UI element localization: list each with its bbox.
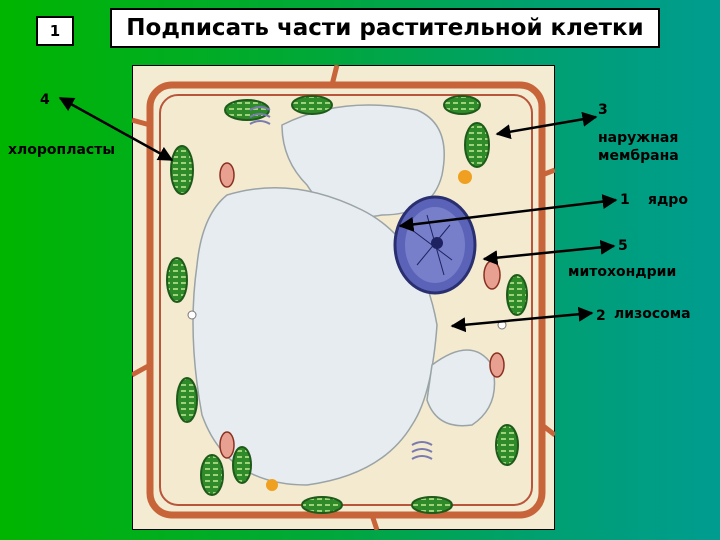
arrow-membrane xyxy=(497,117,596,134)
arrow-mitochondria xyxy=(484,246,614,259)
arrow-lysosome xyxy=(452,313,592,326)
arrow-nucleus xyxy=(400,200,616,226)
arrow-chloroplasts xyxy=(60,98,172,160)
